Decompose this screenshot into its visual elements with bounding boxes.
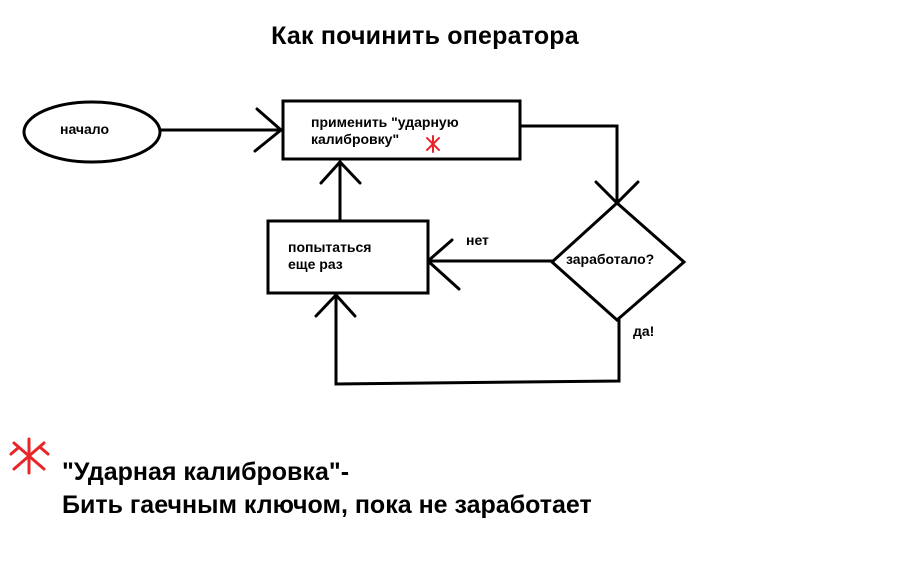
diagram-title: Как починить оператора — [271, 22, 579, 50]
retry-node-label: попытаться еще раз — [288, 239, 371, 273]
retry-node-label-line1: попытаться — [288, 239, 372, 255]
arrow-apply-to-decision — [518, 124, 640, 206]
retry-node-label-line2: еще раз — [288, 256, 343, 272]
retry-node — [266, 219, 430, 295]
apply-node-label: применить "ударную калибровку" — [311, 114, 459, 148]
footnote-line2: Бить гаечным ключом, пока не заработает — [62, 491, 592, 519]
arrow-start-to-apply — [159, 107, 284, 153]
edge-yes-label: да! — [633, 323, 655, 339]
decision-node-label: заработало? — [566, 251, 655, 267]
apply-node-label-line1: применить "ударную — [311, 114, 459, 130]
apply-node — [281, 99, 522, 161]
footnote-asterisk-icon — [9, 437, 50, 475]
apply-node-label-line2: калибровку" — [311, 131, 400, 147]
edge-no-label: нет — [466, 232, 489, 248]
start-node-label: начало — [60, 121, 110, 137]
arrow-decision-to-retry — [425, 238, 554, 291]
arrow-decision-yes-loop — [314, 292, 621, 386]
asterisk-marker-icon — [426, 135, 440, 153]
arrow-retry-to-apply — [319, 159, 362, 223]
decision-node — [549, 200, 687, 322]
footnote-line1: "Ударная калибровка"- — [62, 458, 350, 486]
start-node — [22, 100, 162, 164]
footnote: "Ударная калибровка"- Бить гаечным ключо… — [62, 456, 592, 522]
